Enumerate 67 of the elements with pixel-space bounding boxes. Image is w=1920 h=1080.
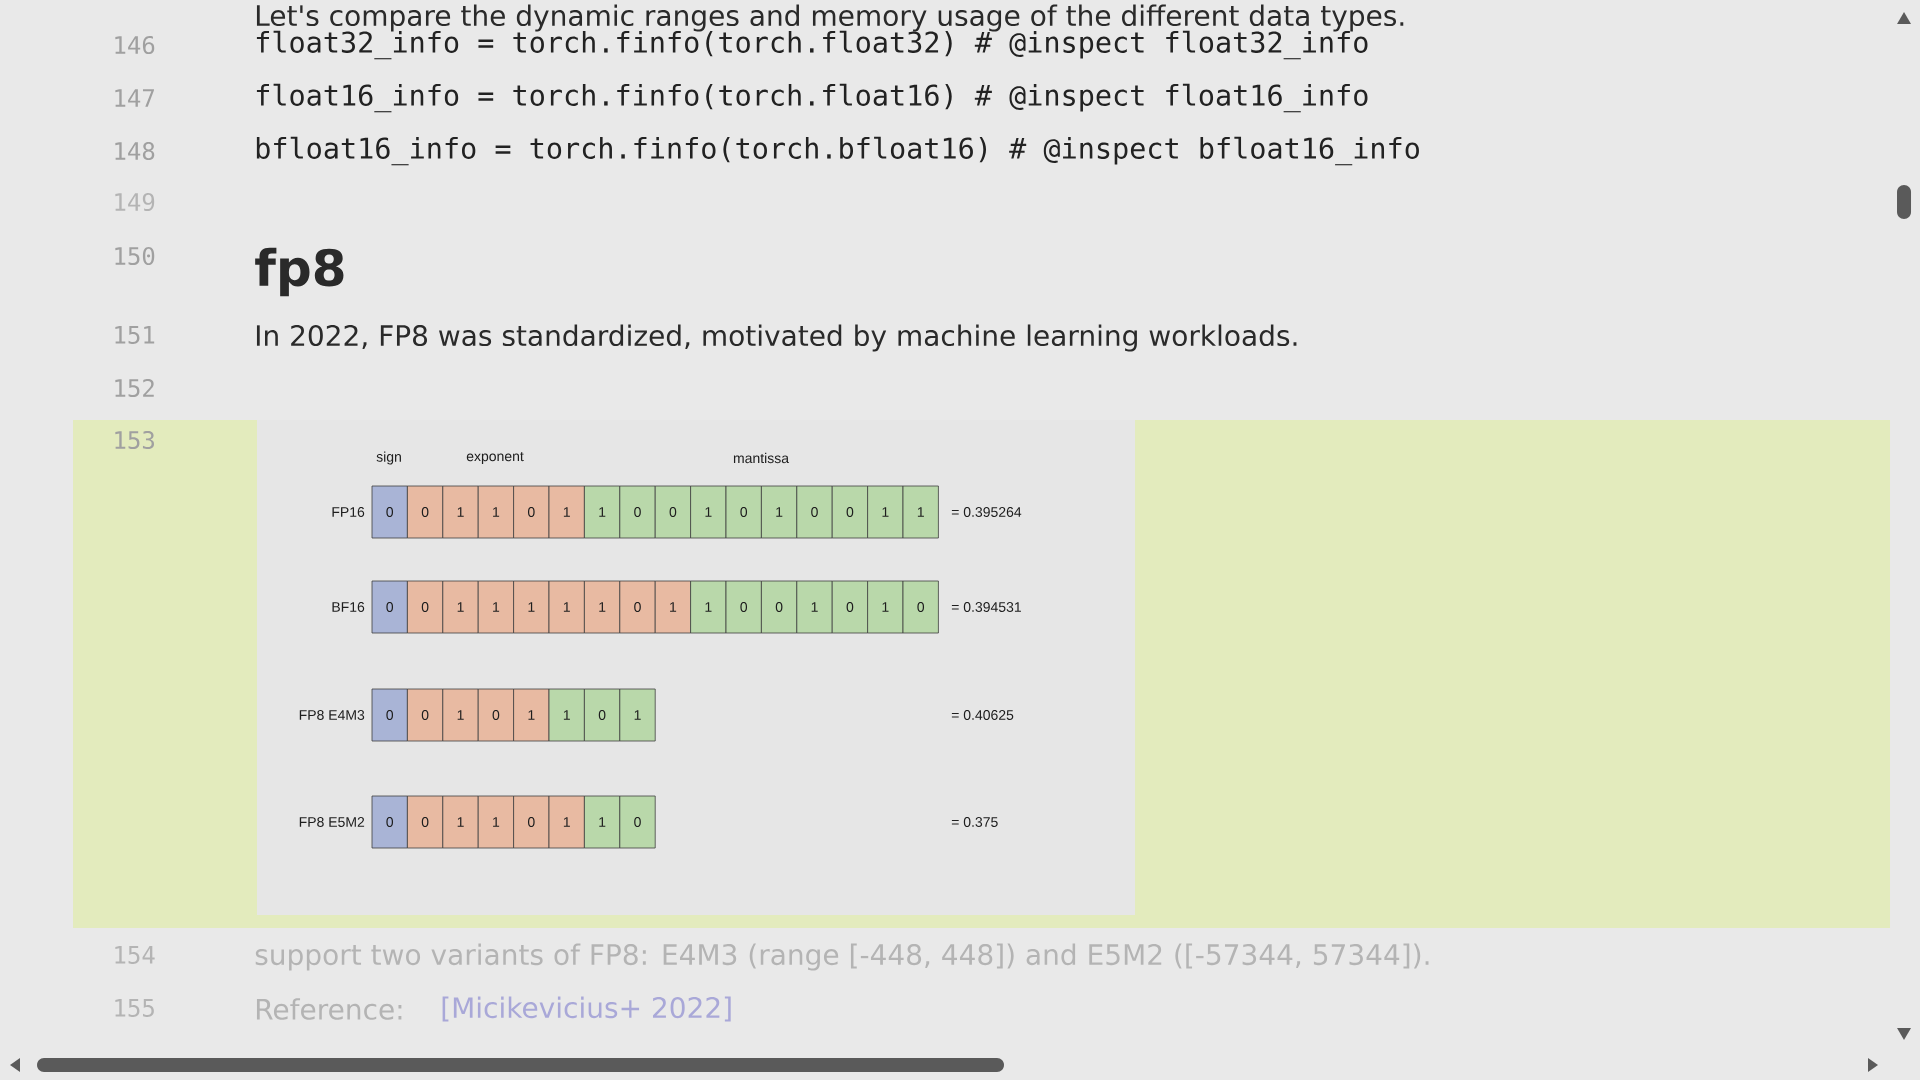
reference-link: [Micikevicius+ 2022] xyxy=(442,996,731,1022)
bit-cell: 1 xyxy=(513,688,550,742)
bit-cell: 1 xyxy=(477,485,514,539)
bit-cell: 1 xyxy=(902,485,939,539)
bit-cell: 1 xyxy=(548,580,585,634)
value-label: = 0.40625 xyxy=(951,710,1014,720)
line-number: 153 xyxy=(115,430,154,450)
bit-cell: 1 xyxy=(654,580,691,634)
bit-cell: 0 xyxy=(407,795,444,849)
bit-cell: 0 xyxy=(761,580,798,634)
column-header: mantissa xyxy=(733,452,789,464)
bit-cell: 0 xyxy=(796,485,833,539)
bit-cell: 0 xyxy=(477,688,514,742)
bit-cell: 0 xyxy=(371,485,408,539)
bit-cell: 0 xyxy=(902,580,939,634)
bit-cell: 1 xyxy=(584,485,621,539)
bit-cell: 1 xyxy=(442,485,479,539)
paragraph-text: In 2022, FP8 was standardized, motivated by machine learning workloads. xyxy=(256,324,1297,352)
column-header: exponent xyxy=(466,452,524,464)
bit-cell: 1 xyxy=(548,688,585,742)
line-number: 146 xyxy=(115,35,155,55)
value-label: = 0.395264 xyxy=(951,507,1022,517)
line-number: 151 xyxy=(115,326,155,344)
bit-cell: 1 xyxy=(442,795,479,849)
bit-cell: 1 xyxy=(477,795,514,849)
bit-cell: 0 xyxy=(407,688,444,742)
bit-cell: 1 xyxy=(548,485,585,539)
bit-cell: 1 xyxy=(867,580,904,634)
bit-cell: 0 xyxy=(725,485,762,539)
bit-cell: 0 xyxy=(619,485,656,539)
bit-cell: 0 xyxy=(725,580,762,634)
bit-cell: 0 xyxy=(831,580,868,634)
bit-cell: 0 xyxy=(371,580,408,634)
bit-cell: 0 xyxy=(584,688,621,742)
bit-cell: 1 xyxy=(619,688,656,742)
value-label: = 0.394531 xyxy=(951,602,1021,612)
bit-cell: 1 xyxy=(513,580,550,634)
line-number: 148 xyxy=(115,141,155,161)
value-label: = 0.375 xyxy=(951,817,998,827)
line-number: 150 xyxy=(115,246,155,266)
bit-cell: 0 xyxy=(513,795,550,849)
code-line: bfloat16_info = torch.finfo(torch.bfloat16) # @inspect bfloat16_info xyxy=(256,136,1419,166)
bit-cell: 0 xyxy=(831,485,868,539)
section-heading: fp8 xyxy=(255,247,344,297)
bit-cell: 0 xyxy=(371,688,408,742)
bit-cell: 1 xyxy=(761,485,798,539)
bit-cell: 1 xyxy=(548,795,585,849)
bit-cell: 1 xyxy=(442,688,479,742)
bit-cell: 1 xyxy=(584,580,621,634)
bit-cell: 1 xyxy=(442,580,479,634)
bit-cell: 0 xyxy=(371,795,408,849)
bit-cell: 1 xyxy=(690,485,727,539)
code-line: float16_info = torch.finfo(torch.float16) # @inspect float16_info xyxy=(256,83,1368,113)
bit-cell: 1 xyxy=(690,580,727,634)
bit-cell: 1 xyxy=(867,485,904,539)
bit-cell: 1 xyxy=(796,580,833,634)
bit-cell: 0 xyxy=(654,485,691,539)
bit-cell: 1 xyxy=(477,580,514,634)
line-number: 152 xyxy=(115,378,154,398)
bit-cell: 1 xyxy=(584,795,621,849)
column-header: sign xyxy=(376,451,401,465)
bit-cell: 0 xyxy=(513,485,550,539)
line-number: 147 xyxy=(115,89,154,107)
bit-cell: 0 xyxy=(407,485,444,539)
bit-cell: 0 xyxy=(407,580,444,634)
bit-cell: 0 xyxy=(619,580,656,634)
bit-cell: 0 xyxy=(619,795,656,849)
